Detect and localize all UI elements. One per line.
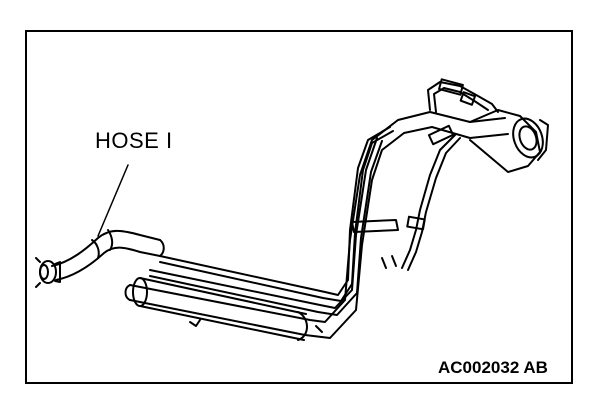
main-filler-pipe [124,111,509,339]
vapor-line [401,124,461,271]
mounting-strap [351,219,399,233]
hose-clamp-left [35,257,61,288]
breather-pipe [149,137,383,316]
figure-frame [25,30,573,384]
vent-pipe [159,126,394,302]
filler-neck [469,109,549,173]
pipe-clips [189,255,397,333]
hose-i-callout-label: HOSE I [95,128,173,153]
pipe-sleeve [132,277,308,341]
breather-hose-top [427,78,499,113]
figure-code-label: AC002032 AB [438,358,548,377]
hose-i-part [51,229,165,281]
hose-i-leader-line [97,164,129,237]
